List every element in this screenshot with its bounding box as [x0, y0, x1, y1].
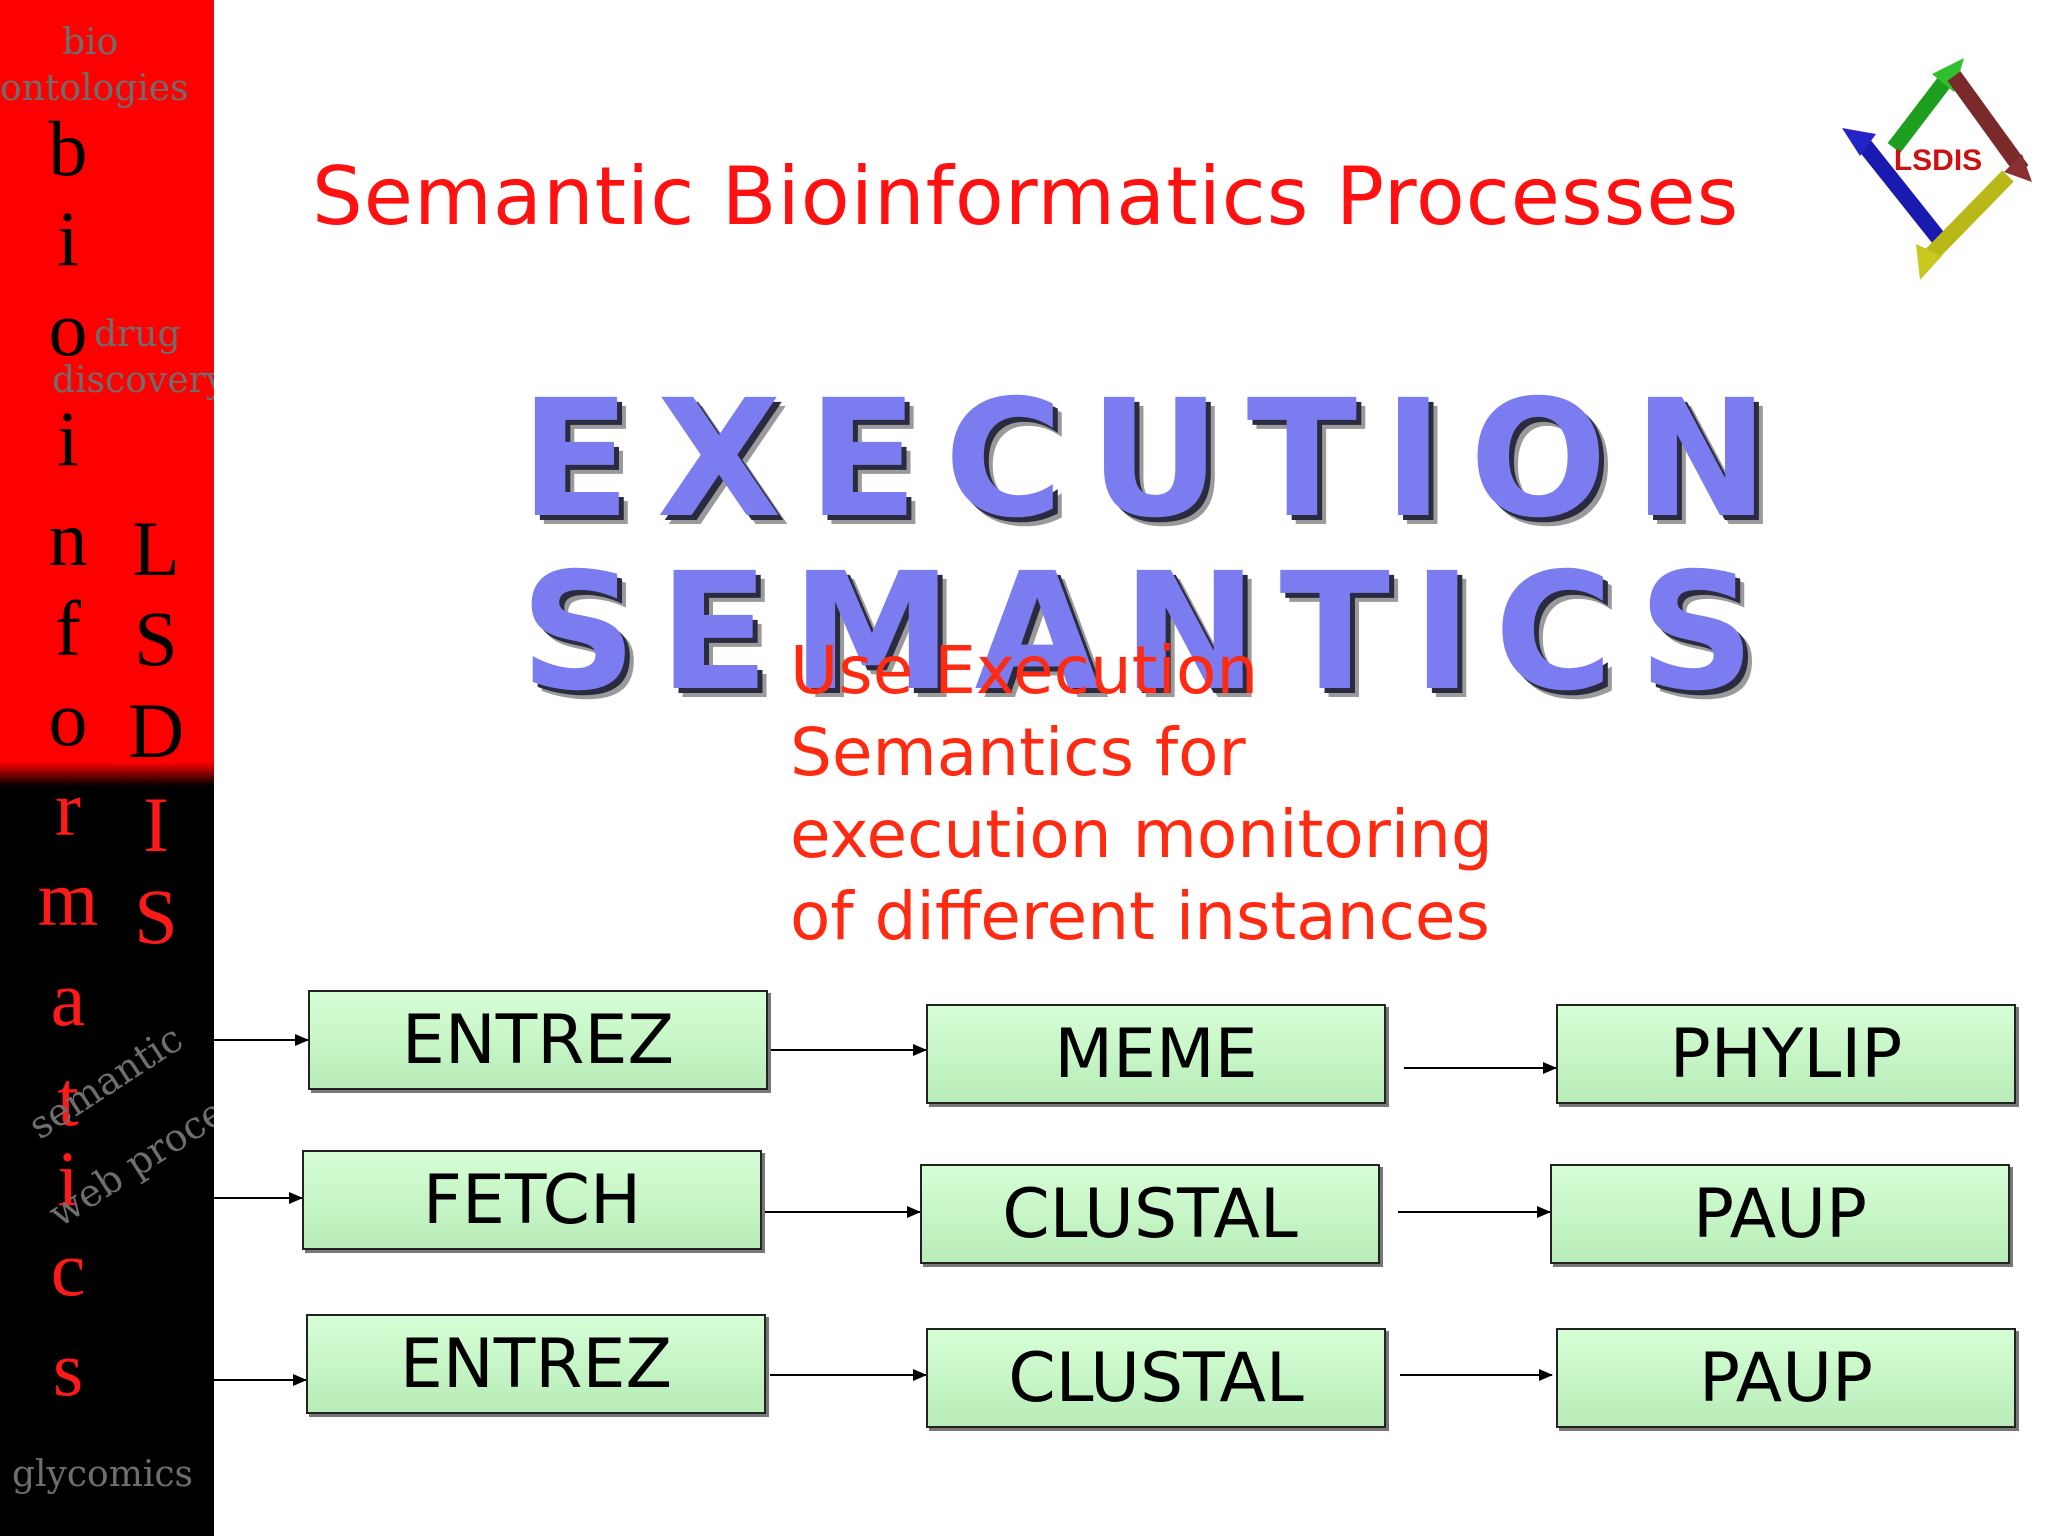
tag-drug: drug — [94, 314, 181, 355]
sidebar-letter: I — [143, 781, 169, 868]
process-box-clustal: CLUSTAL — [926, 1328, 1386, 1428]
sidebar-letter: t — [57, 1055, 79, 1142]
sidebar-letter: S — [134, 873, 178, 960]
logo-text: LSDIS — [1894, 144, 1982, 177]
sidebar-letter: s — [52, 1325, 84, 1412]
sidebar-letter: a — [50, 955, 86, 1042]
sidebar-letter: i — [57, 395, 79, 482]
note-line: Use Execution — [790, 632, 1259, 709]
tag-discovery: discovery — [52, 360, 214, 401]
sidebar-letter: b — [48, 105, 88, 192]
note-text-block: Use Execution Semantics for execution mo… — [790, 630, 1590, 958]
sidebar-letter: m — [37, 855, 99, 942]
sidebar-letter: i — [57, 195, 79, 282]
sidebar-letter: L — [132, 505, 180, 592]
note-line: Semantics for — [790, 714, 1246, 791]
process-box-entrez: ENTREZ — [308, 990, 768, 1090]
process-box-meme: MEME — [926, 1004, 1386, 1104]
tag-glycomics: glycomics — [12, 1454, 194, 1495]
process-box-clustal: CLUSTAL — [920, 1164, 1380, 1264]
heading-line-1: EXECUTION — [520, 366, 1795, 554]
note-line: of different instances — [790, 878, 1490, 955]
process-box-entrez: ENTREZ — [306, 1314, 766, 1414]
sidebar-letter: o — [48, 285, 88, 372]
sidebar: bio ontologies drug discovery b i o i n … — [0, 0, 214, 1536]
sidebar-letter: i — [57, 1135, 79, 1222]
lsdis-logo: LSDIS — [1842, 58, 2032, 280]
process-box-paup: PAUP — [1556, 1328, 2016, 1428]
lsdis-arrows-logo-icon — [1842, 58, 2032, 280]
process-box-phylip: PHYLIP — [1556, 1004, 2016, 1104]
sidebar-letter: f — [55, 585, 81, 672]
sidebar-letter: o — [48, 675, 88, 762]
process-box-paup: PAUP — [1550, 1164, 2010, 1264]
sidebar-letter: S — [134, 595, 178, 682]
page-title: Semantic Bioinformatics Processes — [312, 150, 1740, 243]
sidebar-letter: c — [50, 1225, 86, 1312]
tag-bio: bio — [62, 22, 119, 63]
sidebar-letter: r — [55, 765, 81, 852]
tag-ontologies: ontologies — [0, 68, 189, 109]
sidebar-letter: n — [48, 495, 88, 582]
note-line: execution monitoring — [790, 796, 1493, 873]
sidebar-letter: D — [127, 687, 185, 774]
heading-line-2: SEMANTICS — [520, 539, 1777, 727]
process-box-fetch: FETCH — [302, 1150, 762, 1250]
